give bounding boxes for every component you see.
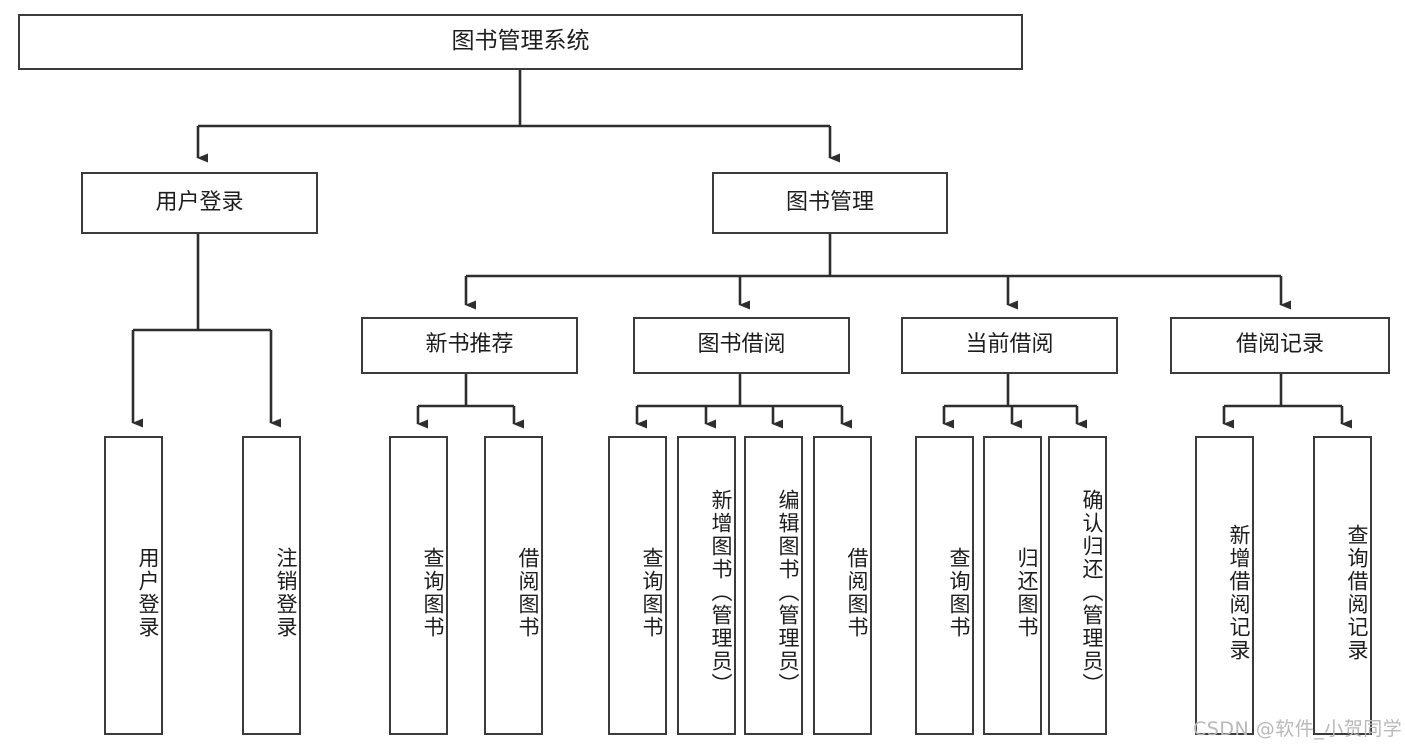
node-label: 查询图书 xyxy=(947,546,971,639)
node-label: 编辑图书（管理员） xyxy=(776,489,800,696)
node-label: 确认归还（管理员） xyxy=(1080,489,1104,696)
node-new-book-recommend[interactable]: 新书推荐 xyxy=(361,317,578,374)
node-label: 用户登录 xyxy=(136,546,160,639)
node-label: 新书推荐 xyxy=(425,332,514,358)
leaf-current-borrow-query[interactable]: 查询图书 xyxy=(915,436,974,735)
leaf-new-book-query[interactable]: 查询图书 xyxy=(389,436,448,735)
node-label: 借阅记录 xyxy=(1235,332,1324,358)
node-label: 当前借阅 xyxy=(965,332,1054,358)
node-book-borrow[interactable]: 图书借阅 xyxy=(633,317,850,374)
node-book-management[interactable]: 图书管理 xyxy=(712,172,948,234)
node-label: 注销登录 xyxy=(274,546,298,639)
node-label: 图书管理系统 xyxy=(451,28,590,55)
node-label: 查询图书 xyxy=(640,546,664,639)
leaf-current-borrow-return[interactable]: 归还图书 xyxy=(983,436,1042,735)
node-label: 图书管理 xyxy=(785,189,874,215)
node-label: 查询借阅记录 xyxy=(1345,523,1369,662)
leaf-book-borrow-add-admin[interactable]: 新增图书（管理员） xyxy=(677,436,736,735)
leaf-borrow-record-query[interactable]: 查询借阅记录 xyxy=(1313,436,1372,735)
leaf-borrow-record-add[interactable]: 新增借阅记录 xyxy=(1195,436,1254,735)
leaf-book-borrow-query[interactable]: 查询图书 xyxy=(608,436,667,735)
node-user-login[interactable]: 用户登录 xyxy=(81,172,318,234)
node-label: 借阅图书 xyxy=(845,546,869,639)
node-borrow-record[interactable]: 借阅记录 xyxy=(1170,317,1390,374)
leaf-user-login-login[interactable]: 用户登录 xyxy=(104,436,163,735)
node-label: 图书借阅 xyxy=(697,332,786,358)
leaf-new-book-borrow[interactable]: 借阅图书 xyxy=(484,436,543,735)
leaf-book-borrow-borrow[interactable]: 借阅图书 xyxy=(813,436,872,735)
node-label: 用户登录 xyxy=(155,189,244,215)
node-label: 新增借阅记录 xyxy=(1227,523,1251,662)
node-label: 新增图书（管理员） xyxy=(709,489,733,696)
csdn-watermark: CSDN @软件_小贺同学 xyxy=(1193,718,1403,740)
node-label: 借阅图书 xyxy=(516,546,540,639)
node-root-book-management-system[interactable]: 图书管理系统 xyxy=(18,14,1023,70)
node-label: 查询图书 xyxy=(421,546,445,639)
leaf-user-login-logout[interactable]: 注销登录 xyxy=(242,436,301,735)
leaf-book-borrow-edit-admin[interactable]: 编辑图书（管理员） xyxy=(744,436,803,735)
node-current-borrow[interactable]: 当前借阅 xyxy=(901,317,1118,374)
leaf-current-borrow-confirm-admin[interactable]: 确认归还（管理员） xyxy=(1048,436,1107,735)
node-label: 归还图书 xyxy=(1015,546,1039,639)
